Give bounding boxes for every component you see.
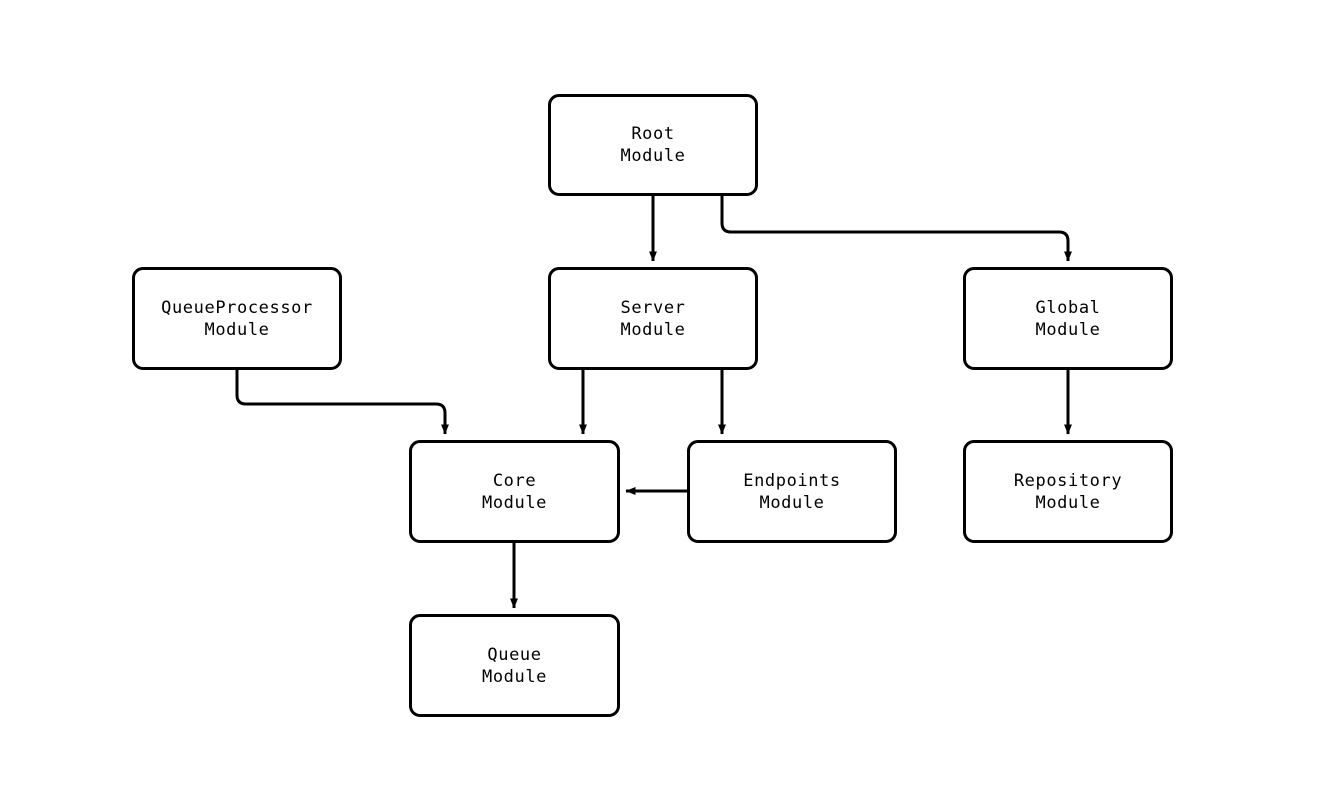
node-subtitle: Module — [481, 666, 547, 687]
node-subtitle: Module — [1035, 492, 1101, 513]
node-subtitle: Module — [620, 319, 686, 340]
node-subtitle: Module — [1035, 319, 1101, 340]
node-title: Core — [492, 470, 537, 491]
node-global-module[interactable]: Global Module — [963, 267, 1173, 370]
node-title: Queue — [487, 644, 542, 665]
node-core-module[interactable]: Core Module — [409, 440, 620, 543]
node-subtitle: Module — [481, 492, 547, 513]
node-title: Repository — [1013, 470, 1123, 491]
node-queue-module[interactable]: Queue Module — [409, 614, 620, 717]
node-title: Root — [631, 124, 675, 144]
node-title: Global — [1035, 297, 1101, 318]
edge-queueprocessor-to-core — [235, 370, 449, 435]
node-server-module[interactable]: Server Module — [548, 267, 758, 370]
node-title: Endpoints — [743, 470, 841, 491]
node-subtitle: Module — [620, 146, 686, 166]
node-title: Server — [620, 297, 686, 318]
node-root-module[interactable]: Root Module — [548, 94, 758, 196]
node-subtitle: Module — [759, 492, 825, 513]
edge-root-to-global — [720, 196, 1072, 262]
node-endpoints-module[interactable]: Endpoints Module — [687, 440, 897, 543]
node-title: QueueProcessor — [161, 297, 313, 318]
node-repository-module[interactable]: Repository Module — [963, 440, 1173, 543]
node-subtitle: Module — [204, 319, 270, 340]
node-queueprocessor-module[interactable]: QueueProcessor Module — [132, 267, 342, 370]
